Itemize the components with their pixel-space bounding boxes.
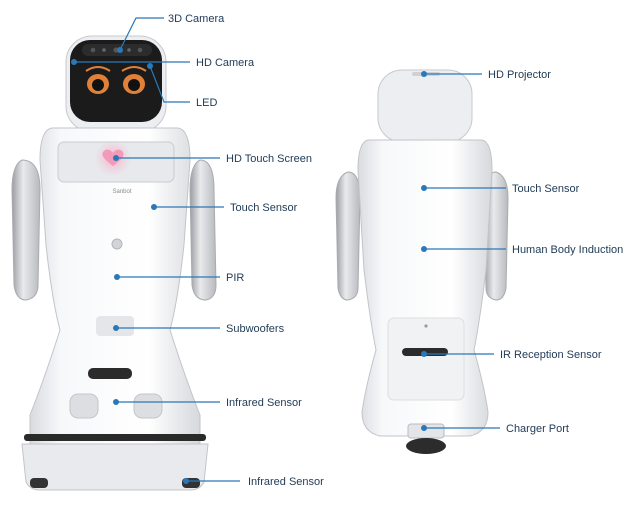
back-robot xyxy=(336,70,508,454)
label-charger-port: Charger Port xyxy=(506,423,569,435)
label-hd-touch-screen: HD Touch Screen xyxy=(226,153,312,165)
label-pir: PIR xyxy=(226,272,244,284)
label-touch-sensor-front: Touch Sensor xyxy=(230,202,298,214)
head xyxy=(66,36,166,132)
pir-sensor xyxy=(112,239,122,249)
label-hd-projector: HD Projector xyxy=(488,69,551,81)
back-left-arm xyxy=(336,172,360,300)
left-speaker xyxy=(70,394,98,418)
label-hd-camera: HD Camera xyxy=(196,57,255,69)
label-subwoofers: Subwoofers xyxy=(226,323,285,335)
label-ir-reception-sensor: IR Reception Sensor xyxy=(500,349,602,361)
base xyxy=(22,444,208,490)
right-speaker xyxy=(134,394,162,418)
brand-logo: Sanbot xyxy=(112,189,131,195)
label-infrared-sensor-upper: Infrared Sensor xyxy=(226,397,302,409)
back-panel xyxy=(388,318,464,400)
label-infrared-sensor-lower: Infrared Sensor xyxy=(248,476,324,488)
base-band xyxy=(24,434,206,441)
right-arm xyxy=(190,160,216,300)
front-robot: Sanbot xyxy=(12,36,216,490)
back-wheel xyxy=(406,438,446,454)
label-human-body-induction: Human Body Induction xyxy=(512,244,623,256)
label-led: LED xyxy=(196,97,217,109)
left-arm xyxy=(12,160,40,300)
infrared-window xyxy=(88,368,132,379)
label-3d-camera: 3D Camera xyxy=(168,13,225,25)
label-touch-sensor-back: Touch Sensor xyxy=(512,183,580,195)
back-head xyxy=(378,70,472,142)
